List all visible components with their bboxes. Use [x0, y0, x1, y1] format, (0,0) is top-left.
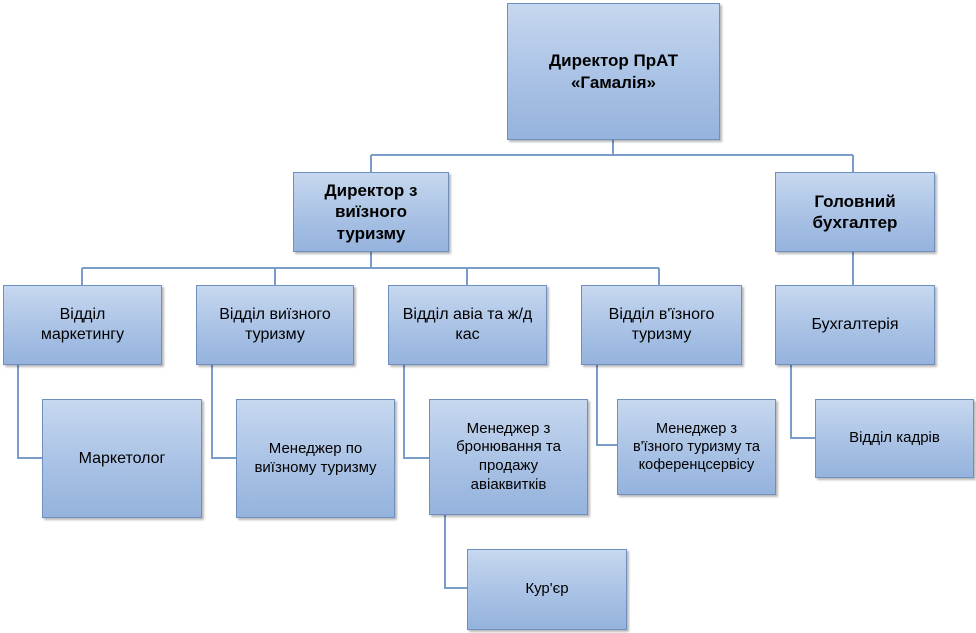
director-box: Директор ПрАТ «Гамалія» [507, 3, 720, 140]
connector-marketing-marketer [17, 365, 42, 459]
outbound-manager-label: Менеджер по виїзному туризму [254, 439, 377, 476]
department-tickets-label: Відділ авіа та ж/д кас [402, 306, 533, 343]
outbound-director-label: Директор з виїзного туризму [324, 181, 418, 243]
department-tickets-box: Відділ авіа та ж/д кас [388, 285, 547, 365]
department-outbound-label: Відділ виїзного туризму [219, 306, 331, 343]
chief-accountant-box: Головний бухгалтер [775, 172, 935, 252]
department-accounting-label: Бухгалтерія [811, 316, 899, 333]
outbound-manager-box: Менеджер по виїзному туризму [236, 399, 395, 518]
hr-department-box: Відділ кадрів [815, 399, 974, 478]
department-accounting-box: Бухгалтерія [775, 285, 935, 365]
inbound-manager-box: Менеджер з в'їзного туризму та коференцс… [617, 399, 776, 495]
courier-label: Кур'єр [525, 580, 569, 598]
hr-department-label: Відділ кадрів [849, 429, 940, 447]
chief-accountant-label: Головний бухгалтер [812, 191, 898, 232]
inbound-manager-label: Менеджер з в'їзного туризму та коференцс… [633, 420, 760, 474]
connector-tickets-booking [403, 365, 429, 459]
department-marketing-box: Відділ маркетингу [3, 285, 162, 365]
department-inbound-box: Відділ в'їзного туризму [581, 285, 742, 365]
department-outbound-box: Відділ виїзного туризму [196, 285, 354, 365]
department-inbound-label: Відділ в'їзного туризму [608, 306, 715, 343]
booking-manager-label: Менеджер з бронювання та продажу авіакви… [456, 419, 561, 493]
director-label: Директор ПрАТ «Гамалія» [549, 51, 678, 92]
department-marketing-label: Відділ маркетингу [40, 306, 125, 343]
connector-accounting-hr [790, 365, 815, 439]
marketer-box: Маркетолог [42, 399, 202, 518]
connector-director-level2 [370, 140, 854, 172]
courier-box: Кур'єр [467, 549, 627, 630]
marketer-label: Маркетолог [78, 449, 166, 467]
connector-booking-courier [444, 515, 467, 589]
outbound-director-box: Директор з виїзного туризму [293, 172, 449, 252]
connector-inbound-manager [596, 365, 617, 446]
booking-manager-box: Менеджер з бронювання та продажу авіакви… [429, 399, 588, 515]
connector-outbound-director-departments [81, 252, 660, 285]
connector-outbound-manager [211, 365, 236, 459]
